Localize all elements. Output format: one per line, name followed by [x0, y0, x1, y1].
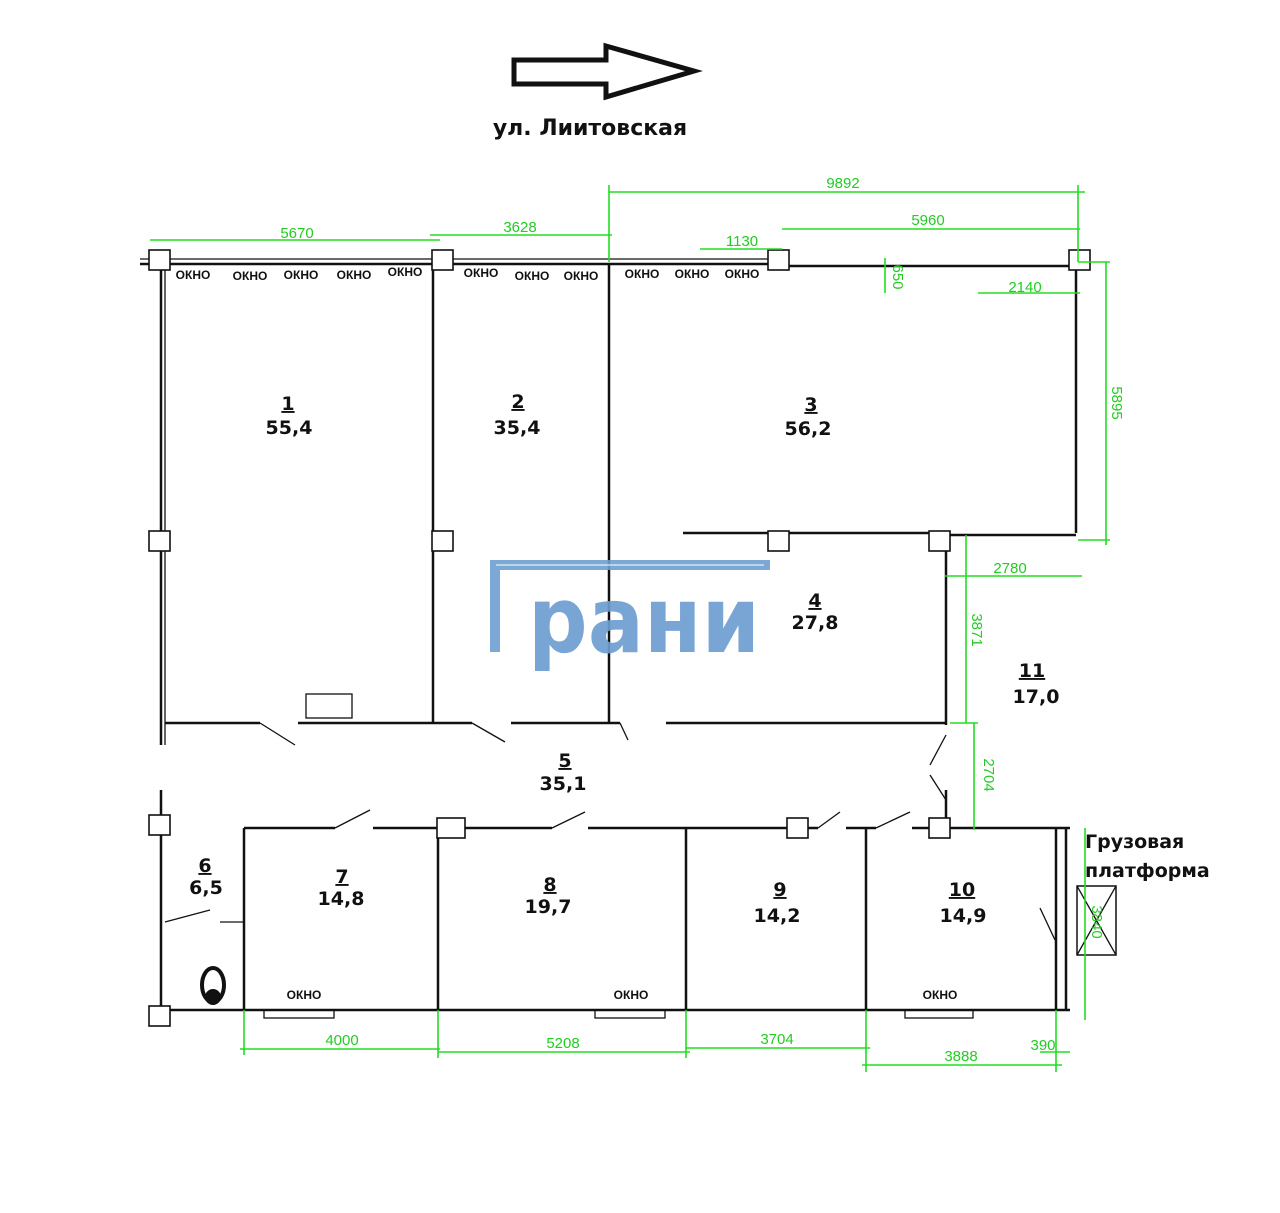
room-number: 6 — [198, 855, 211, 877]
room-area: 56,2 — [785, 418, 832, 440]
window-label: ОКНО — [176, 268, 211, 282]
room-2: 235,4 — [494, 391, 541, 439]
room-8: 819,7 — [525, 874, 572, 918]
dimension-label: 4000 — [325, 1032, 358, 1049]
room-area: 35,4 — [494, 417, 541, 439]
room-number: 11 — [1019, 660, 1045, 682]
room-3: 356,2 — [785, 394, 832, 440]
room-area: 17,0 — [1013, 686, 1060, 708]
room-number: 4 — [808, 590, 821, 612]
dimension-label: 3871 — [968, 613, 985, 646]
cargo-platform-label-2: платформа — [1085, 860, 1210, 882]
room-area: 14,8 — [318, 888, 365, 910]
dimension-label: 650 — [889, 264, 906, 289]
room-6: 66,5 — [189, 855, 223, 899]
room-number: 2 — [511, 391, 524, 413]
room-area: 35,1 — [540, 773, 587, 795]
grani-logo: рани — [490, 560, 770, 674]
dimension-label: 9892 — [826, 175, 859, 192]
dimension-label: 1130 — [726, 233, 758, 250]
room-9: 914,2 — [754, 879, 801, 927]
window-label: ОКНО — [388, 265, 423, 279]
dimension-label: 3704 — [760, 1031, 793, 1048]
columns — [148, 249, 1091, 1027]
logo-text: рани — [528, 567, 760, 674]
cargo-platform-label: Грузовая — [1085, 831, 1184, 853]
window-label: ОКНО — [233, 269, 268, 283]
dimension-labels: 5670 3628 9892 1130 5960 650 2140 5895 2… — [280, 175, 1125, 1065]
window-label: ОКНО — [287, 988, 322, 1002]
room-number: 7 — [335, 866, 348, 888]
window-label: ОКНО — [464, 266, 499, 280]
window-label: ОКНО — [284, 268, 319, 282]
dimension-label: 390 — [1030, 1037, 1055, 1054]
dimension-label: 5670 — [280, 225, 313, 242]
window-label: ОКНО — [564, 269, 599, 283]
room-4: 427,8 — [792, 590, 839, 634]
room-number: 9 — [773, 879, 786, 901]
room-area: 14,2 — [754, 905, 801, 927]
window-label: ОКНО — [725, 267, 760, 281]
room-area: 14,9 — [940, 905, 987, 927]
arrow-right-icon — [511, 42, 703, 101]
dimension-label: 2780 — [993, 560, 1026, 577]
room-10: 10 14,9 — [940, 879, 987, 927]
dimension-lines — [150, 185, 1110, 1072]
dimension-label: 5895 — [1108, 386, 1125, 419]
room-area: 55,4 — [266, 417, 313, 439]
dimension-label: 2140 — [1008, 279, 1041, 296]
street-label: ул. Лиитовская — [493, 116, 687, 141]
room-5: 535,1 — [540, 750, 587, 795]
dimension-label: 3888 — [944, 1048, 977, 1065]
window-labels: ОКНО ОКНО ОКНО ОКНО ОКНО ОКНО ОКНО ОКНО … — [176, 265, 958, 1002]
room-number: 5 — [558, 750, 571, 772]
room-11: 11 17,0 — [1013, 660, 1060, 708]
room-number: 10 — [949, 879, 975, 901]
dimension-label: 5960 — [911, 212, 944, 229]
window-label: ОКНО — [515, 269, 550, 283]
room-number: 1 — [281, 393, 294, 415]
window-label: ОКНО — [625, 267, 660, 281]
room-area: 27,8 — [792, 612, 839, 634]
dimension-label: 3628 — [503, 219, 536, 236]
room-number: 3 — [804, 394, 817, 416]
dimension-label: 5208 — [546, 1035, 579, 1052]
walls — [140, 258, 1117, 1019]
dimension-label: 3840 — [1088, 905, 1105, 938]
toilet-icon — [200, 966, 226, 1005]
dimension-label: 2704 — [980, 758, 997, 791]
window-label: ОКНО — [923, 988, 958, 1002]
room-area: 6,5 — [189, 877, 223, 899]
window-label: ОКНО — [675, 267, 710, 281]
room-7: 714,8 — [318, 866, 365, 910]
room-area: 19,7 — [525, 896, 572, 918]
window-label: ОКНО — [337, 268, 372, 282]
room-number: 8 — [543, 874, 556, 896]
window-label: ОКНО — [614, 988, 649, 1002]
room-1: 155,4 — [266, 393, 313, 439]
room-labels: 155,4 235,4 356,2 427,8 535,1 66,5 714,8… — [189, 391, 1059, 927]
